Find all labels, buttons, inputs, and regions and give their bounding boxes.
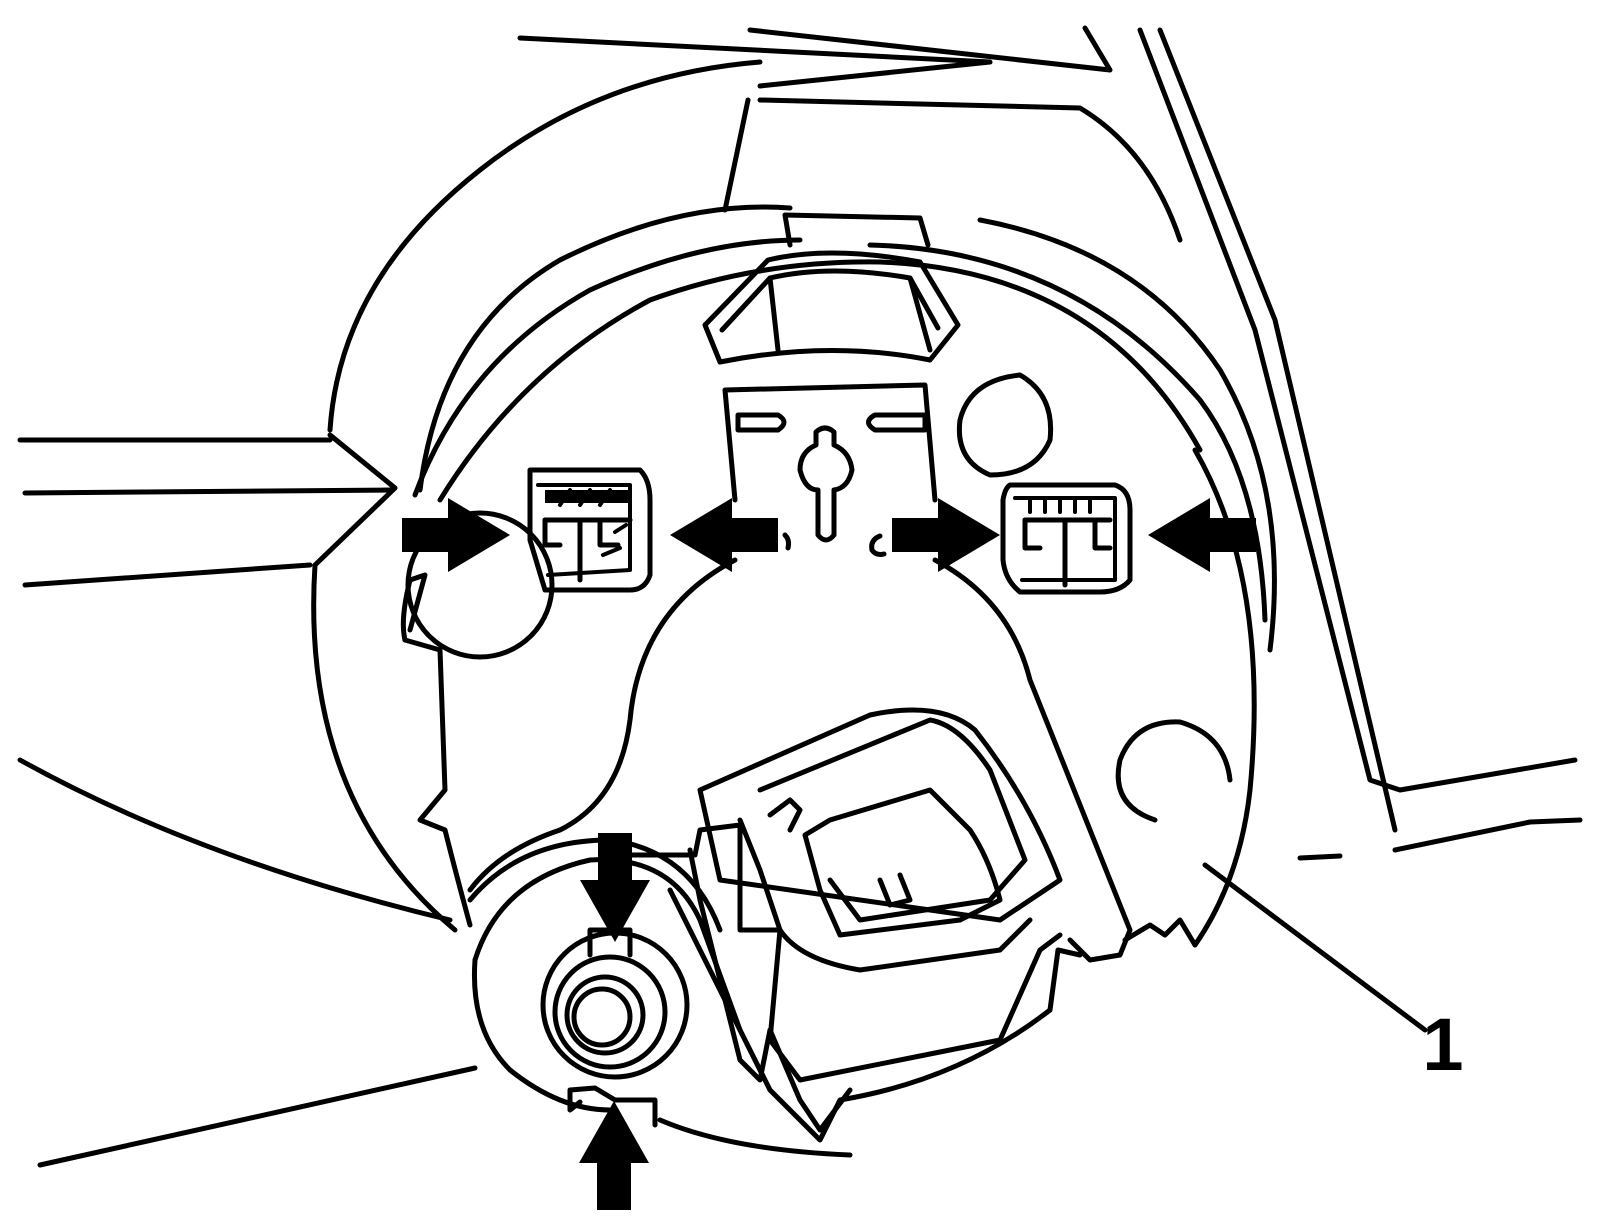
top-mounting-tab [702, 212, 961, 365]
left-clip-hole [405, 510, 555, 660]
arrow-right-icon [892, 498, 1000, 572]
callout-leader-line [1202, 862, 1428, 1033]
right-retaining-clip [956, 372, 1133, 595]
callout-1: 1 [1202, 862, 1464, 1086]
callout-label: 1 [1422, 1003, 1463, 1086]
arrow-right-icon [402, 498, 510, 572]
indicator-arrows [402, 498, 1256, 1210]
lower-right-mount-hole [1115, 719, 1233, 948]
arrow-down-icon [580, 833, 650, 942]
body-panel-lines [17, 25, 1583, 1168]
center-bracket [467, 382, 1133, 963]
lower-bracket [622, 822, 1083, 1158]
lamp-housing [311, 59, 1277, 948]
left-retaining-clip [405, 467, 653, 660]
arrow-left-icon [1148, 498, 1256, 572]
arrow-left-icon [670, 498, 778, 572]
arrow-up-icon [579, 1101, 649, 1210]
